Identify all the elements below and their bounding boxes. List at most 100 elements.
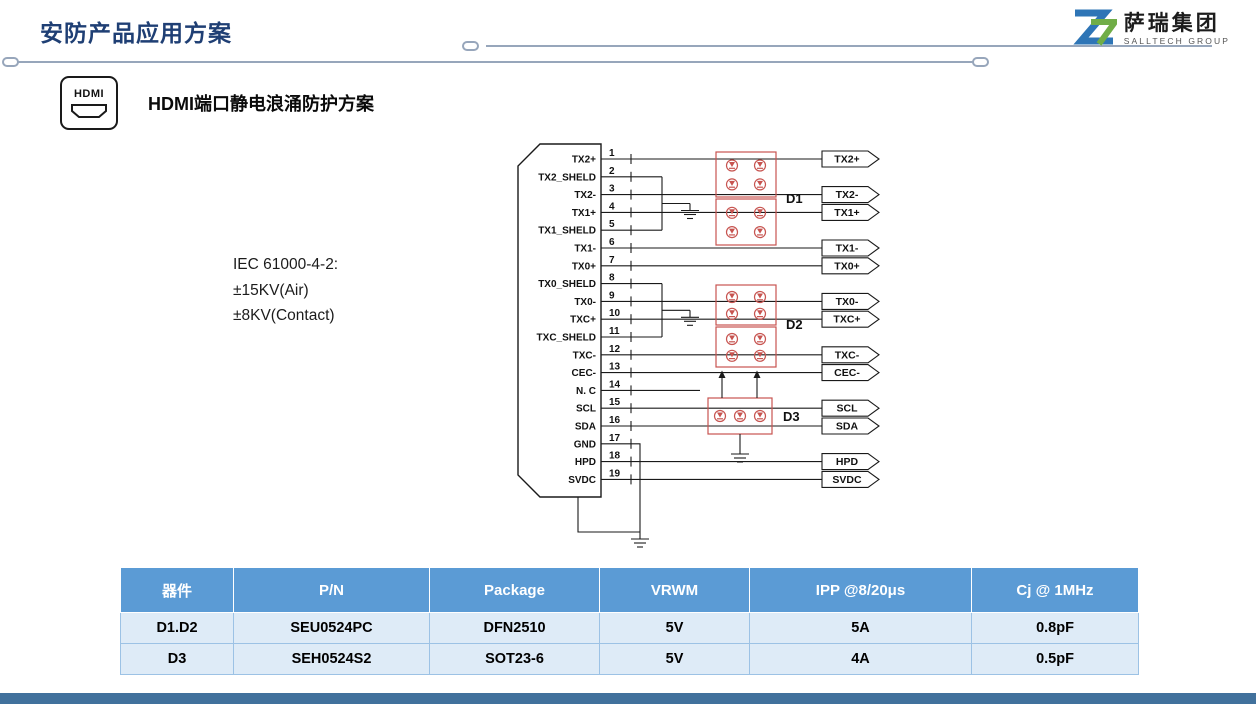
tvs-diode-icon <box>717 412 723 418</box>
pin-number: 16 <box>609 415 621 426</box>
pin-number: 12 <box>609 344 621 355</box>
pin-label: TX0_SHELD <box>538 279 596 290</box>
tvs-diode-icon <box>753 178 767 191</box>
logo-cn: 萨瑞集团 <box>1123 11 1220 35</box>
footer-bar <box>0 693 1256 704</box>
pin-number: 10 <box>609 308 621 319</box>
company-logo: 萨瑞集团 SALLTECH GROUP <box>1071 8 1230 50</box>
pin-number: 13 <box>609 362 621 373</box>
pin-number: 3 <box>609 184 615 195</box>
tvs-diode-icon <box>725 290 739 304</box>
tvs-diode-icon <box>757 310 763 316</box>
wire <box>601 443 641 532</box>
pin-number: 6 <box>609 237 615 248</box>
table-cell: 0.8pF <box>971 612 1139 644</box>
signal-tag <box>821 399 880 417</box>
tvs-diode-icon <box>713 409 727 423</box>
signal-tag <box>821 346 880 364</box>
signal-tag-label: TX2- <box>836 189 859 201</box>
pin-number: 1 <box>609 148 615 159</box>
tvs-diode-icon <box>725 159 739 172</box>
tvs-diode-icon <box>729 180 735 186</box>
signal-tag-label: TX1- <box>836 243 859 255</box>
logo-text: 萨瑞集团 SALLTECH GROUP <box>1124 12 1230 46</box>
arrow-up-icon <box>718 370 726 378</box>
pin-number: 17 <box>609 433 621 444</box>
tvs-diode-icon <box>729 162 735 167</box>
pin-number: 11 <box>609 326 620 337</box>
tvs-diode-icon <box>753 206 767 219</box>
pin-label: SCL <box>576 404 596 415</box>
table-header-ipp: IPP @8/20μs <box>749 567 972 613</box>
signal-tag-label: CEC- <box>834 367 860 379</box>
pin-label: N. C <box>576 386 596 397</box>
section-heading: HDMI端口静电浪涌防护方案 <box>148 94 374 114</box>
signal-tag <box>821 186 880 204</box>
tvs-diode-icon <box>725 349 739 362</box>
protection-module <box>715 151 777 198</box>
pin-label: GND <box>574 439 596 450</box>
signal-tag <box>821 239 880 257</box>
table-cell: 0.5pF <box>971 643 1139 675</box>
pin-label: TXC_SHELD <box>537 333 596 344</box>
table-cell: D1.D2 <box>120 612 234 644</box>
pin-label: CEC- <box>572 368 596 379</box>
tvs-diode-icon <box>729 335 735 341</box>
hdmi-icon-label: HDMI <box>73 87 105 100</box>
divider-line <box>10 61 976 63</box>
divider-node <box>972 57 989 67</box>
table-header-device: 器件 <box>120 567 234 613</box>
table-header-pn: P/N <box>233 567 430 613</box>
pin-label: TX0- <box>574 297 596 308</box>
signal-tag-label: SDA <box>836 421 859 433</box>
pin-label: SVDC <box>568 475 596 486</box>
table-cell: SEU0524PC <box>233 612 430 644</box>
iec-note-line: ±8KV(Contact) <box>233 307 335 325</box>
pin-label: TX1+ <box>572 208 596 219</box>
table-cell: DFN2510 <box>429 612 600 644</box>
table-cell: 5A <box>749 612 972 644</box>
table-cell: 4A <box>749 643 972 675</box>
protection-module <box>715 326 777 368</box>
tvs-diode-icon <box>725 307 739 320</box>
signal-tag-label: TXC- <box>835 349 860 361</box>
tvs-diode-icon <box>737 412 743 418</box>
device-label: D1 <box>786 191 803 206</box>
table-cell: 5V <box>599 643 750 675</box>
pin-label: TX2- <box>574 190 596 201</box>
arrow-up-icon <box>753 370 761 378</box>
signal-tag-label: TX1+ <box>834 207 859 219</box>
tvs-diode-icon <box>729 310 735 316</box>
tvs-diode-icon <box>753 290 767 304</box>
pin-label: TX1_SHELD <box>538 226 596 237</box>
pin-number: 14 <box>609 379 621 390</box>
pin-label: TXC+ <box>570 315 596 326</box>
pin-label: TX2+ <box>572 155 596 166</box>
divider-node <box>2 57 19 67</box>
tvs-diode-icon <box>753 349 767 362</box>
tvs-diode-icon <box>729 209 735 215</box>
pin-number: 15 <box>609 397 621 408</box>
signal-tag-label: HPD <box>836 456 859 468</box>
iec-note-line: ±15KV(Air) <box>233 281 309 299</box>
table-header-package: Package <box>429 567 600 613</box>
tvs-diode-icon <box>725 206 739 219</box>
pin-label: TXC- <box>573 350 596 361</box>
tvs-diode-icon <box>757 352 763 358</box>
signal-tag-label: SVDC <box>832 474 862 486</box>
signal-tag-label: SCL <box>837 403 859 415</box>
pin-label: HPD <box>575 457 596 468</box>
tvs-diode-icon <box>725 226 739 239</box>
tvs-diode-icon <box>725 332 739 346</box>
tvs-diode-icon <box>753 409 767 423</box>
pin-label: TX2_SHELD <box>538 172 596 183</box>
wire <box>577 497 640 533</box>
logo-mark-icon <box>1073 9 1117 46</box>
signal-tag <box>821 453 880 471</box>
table-row: D3 SEH0524S2 SOT23-6 5V 4A 0.5pF <box>120 643 1139 675</box>
pin-number: 19 <box>609 468 621 479</box>
device-label: D2 <box>786 317 803 332</box>
pin-label: SDA <box>575 422 596 433</box>
tvs-diode-icon <box>753 159 767 172</box>
logo-en: SALLTECH GROUP <box>1123 36 1230 47</box>
